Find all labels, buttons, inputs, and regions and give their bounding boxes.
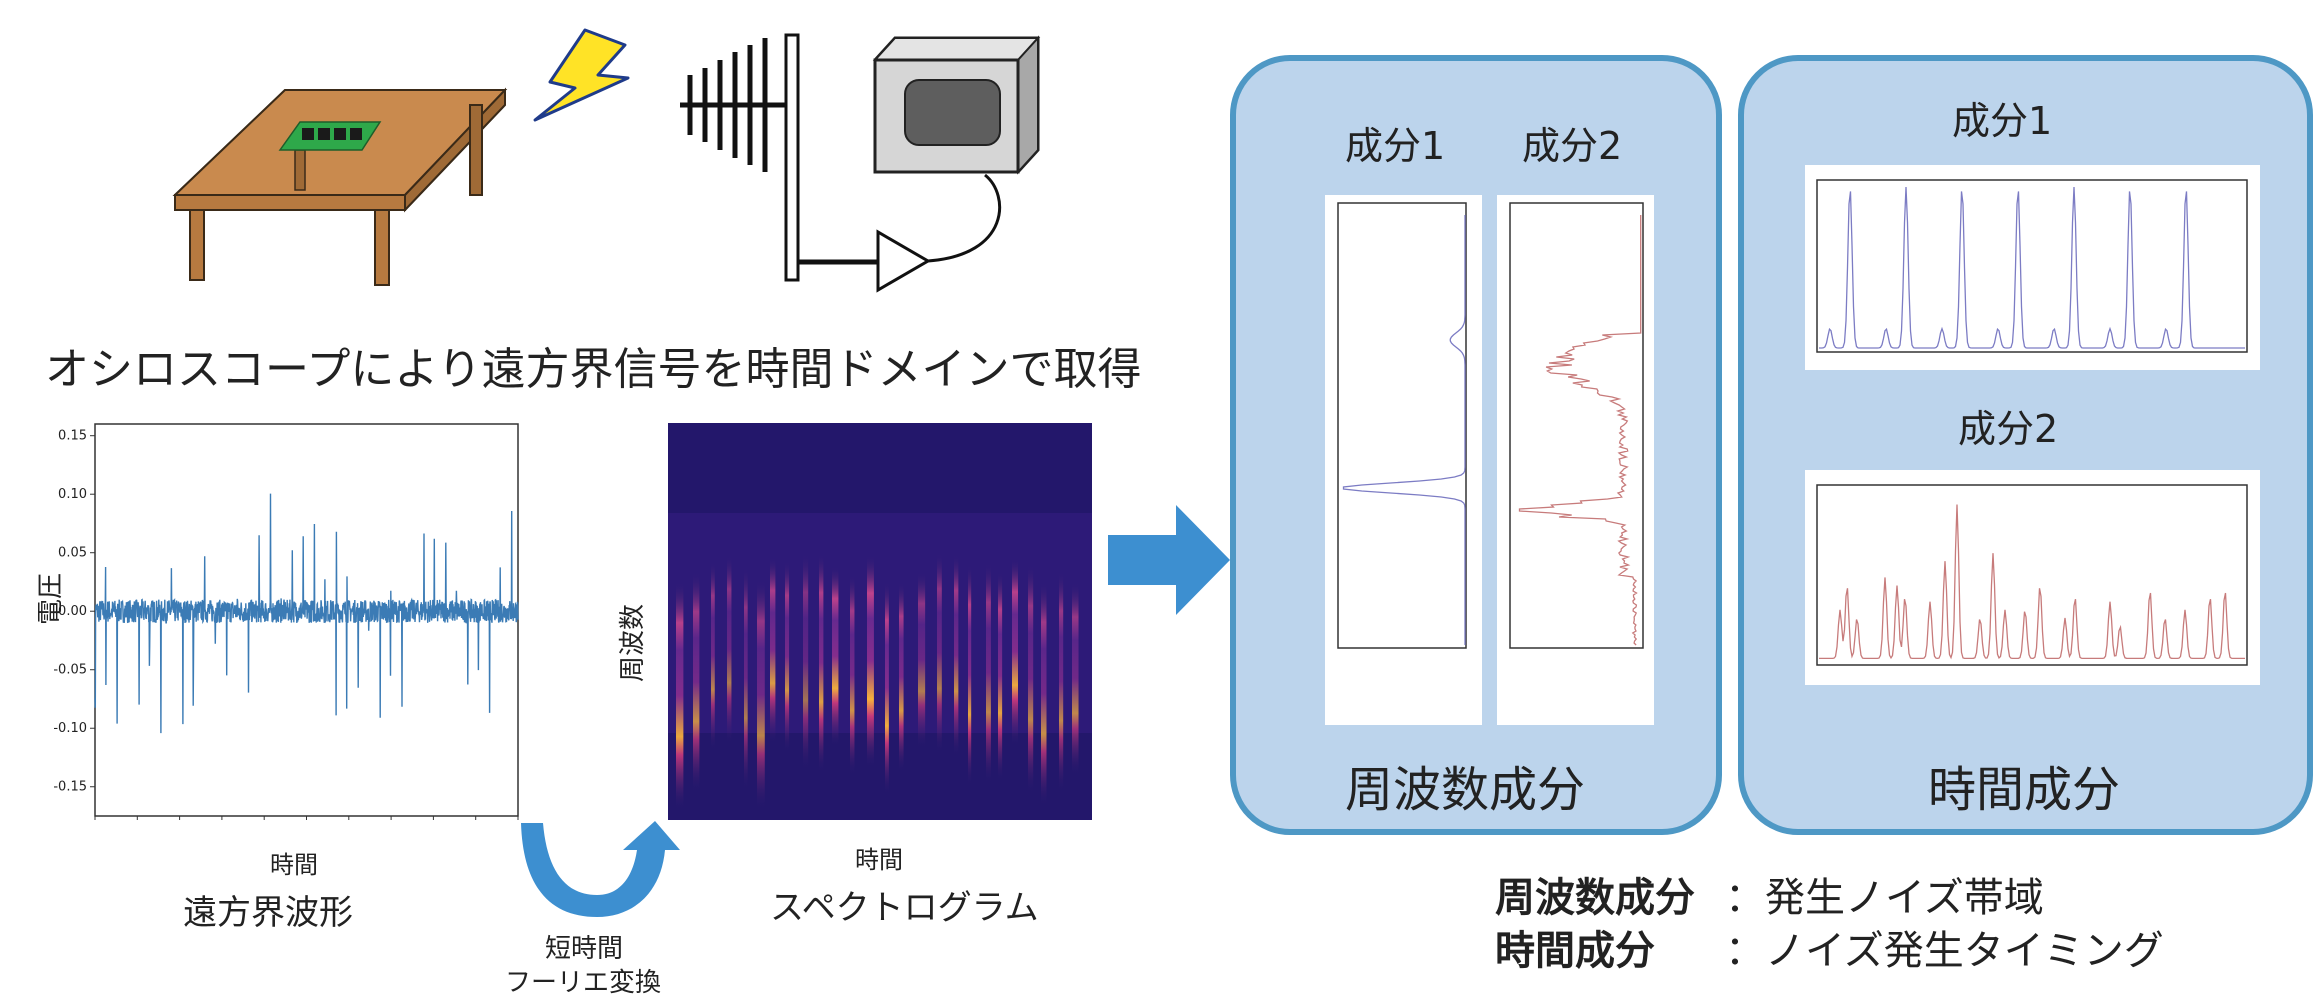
waveform-ytick-label: -0.10 xyxy=(53,721,87,736)
spectrogram-xlabel: 時間 xyxy=(855,846,903,874)
legend-row1-value: ：発生ノイズ帯域 xyxy=(1725,875,2044,921)
monitor-icon xyxy=(872,35,1041,175)
stft-label-line2: フーリエ変換 xyxy=(505,968,662,998)
waveform-chart: 0.150.100.050.00-0.05-0.10-0.15 01234567… xyxy=(53,423,519,820)
time-component1-label: 成分1 xyxy=(1952,99,2053,143)
stft-label-line1: 短時間 xyxy=(545,934,624,964)
freq-component2-line xyxy=(1518,215,1642,646)
waveform-ytick-label: -0.05 xyxy=(53,663,87,678)
spectrogram-band xyxy=(711,561,715,750)
spectrogram-band xyxy=(1012,558,1018,745)
time-component2-line xyxy=(1819,504,2245,660)
spectrogram-band xyxy=(757,579,765,809)
right-arrow-icon xyxy=(1108,505,1230,615)
waveform-ylabel: 電圧 xyxy=(36,572,66,625)
spectrogram-title: スペクトログラム xyxy=(770,888,1039,928)
waveform-ytick-label: -0.15 xyxy=(53,780,87,795)
spectrogram-band xyxy=(850,574,855,775)
time-component1-line xyxy=(1819,186,2245,349)
spectrogram-band xyxy=(918,571,926,748)
time-component2-plot xyxy=(1805,470,2260,685)
spectrogram-band xyxy=(998,571,1003,780)
legend-row2-key: 時間成分 xyxy=(1495,928,1655,974)
stft-arrow-icon xyxy=(521,821,680,917)
freq-component2-label: 成分2 xyxy=(1522,124,1623,168)
spectrogram-band xyxy=(968,565,972,785)
lightning-icon xyxy=(533,28,630,122)
freq-component2-plot xyxy=(1497,195,1654,725)
spectrogram-band xyxy=(693,572,700,792)
spectrogram-band xyxy=(819,553,824,772)
circuit-board-icon xyxy=(278,121,382,151)
freq-panel-title: 周波数成分 xyxy=(1345,762,1586,818)
measurement-scene xyxy=(172,28,1041,293)
spectrogram-band xyxy=(744,567,748,790)
waveform-title: 遠方界波形 xyxy=(183,893,353,933)
spectrogram-band xyxy=(770,557,776,743)
spectrogram-band xyxy=(937,553,942,753)
spectrogram-band xyxy=(803,553,809,770)
spectrogram-band xyxy=(954,554,959,756)
scene-caption: オシロスコープにより遠方界信号を時間ドメインで取得 xyxy=(45,344,1142,395)
table-icon xyxy=(172,87,508,286)
waveform-ytick-label: 0.05 xyxy=(58,546,87,561)
time-component2-label: 成分2 xyxy=(1958,407,2059,451)
spectrogram-band xyxy=(899,582,904,772)
legend-row2-value: ：ノイズ発生タイミング xyxy=(1725,928,2164,974)
spectrogram-band xyxy=(986,562,991,783)
freq-component1-plot xyxy=(1325,195,1482,725)
spectrogram-band xyxy=(885,581,889,794)
waveform-ytick-label: 0.15 xyxy=(58,429,87,444)
cable-icon xyxy=(927,173,1002,263)
waveform-ytick-label: 0.00 xyxy=(58,604,87,619)
spectrogram-band xyxy=(727,555,732,743)
freq-component1-line xyxy=(1342,215,1466,645)
spectrogram-band xyxy=(1041,581,1047,806)
spectrogram-image xyxy=(668,423,1092,820)
spectrogram-band xyxy=(1028,564,1034,793)
spectrogram-band xyxy=(785,560,790,752)
amplifier-icon xyxy=(876,229,931,293)
spectrogram-band xyxy=(676,581,684,810)
time-panel-title: 時間成分 xyxy=(1928,762,2121,818)
waveform-ytick-label: 0.10 xyxy=(58,487,87,502)
waveform-line xyxy=(94,493,519,734)
waveform-xlabel: 時間 xyxy=(270,851,318,879)
time-component1-plot xyxy=(1805,165,2260,370)
freq-component1-label: 成分1 xyxy=(1345,124,1446,168)
legend-row1-key: 周波数成分 xyxy=(1495,875,1695,921)
antenna-icon xyxy=(680,33,880,282)
spectrogram-ylabel: 周波数 xyxy=(618,603,648,682)
spectrogram-band xyxy=(867,554,874,767)
spectrogram-band xyxy=(1072,582,1079,775)
spectrogram-band xyxy=(1059,571,1064,792)
spectrogram-band xyxy=(832,566,839,746)
